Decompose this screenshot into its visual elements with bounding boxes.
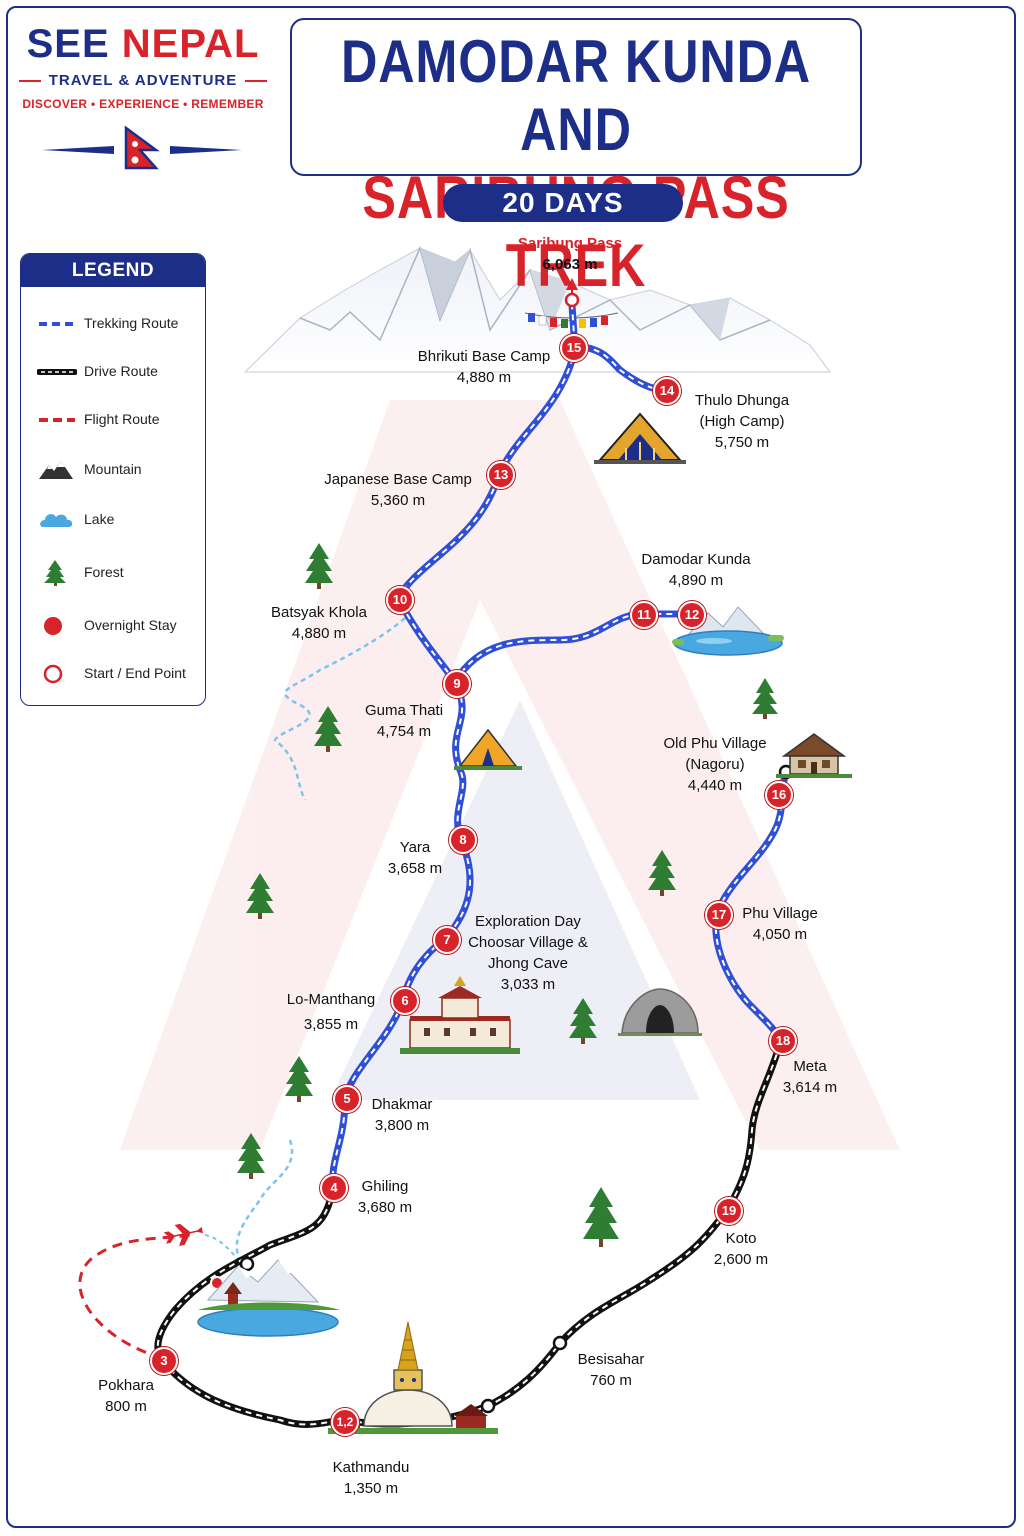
summit-elevation: 6,063 m (542, 256, 598, 273)
label-old-phu-village: Old Phu Village(Nagoru)4,440 m (663, 735, 767, 794)
marker-day-1-2: 1,2 (331, 1408, 359, 1436)
forest-icons (237, 543, 778, 1247)
lake-icon (40, 514, 73, 527)
tent-icon (454, 728, 522, 770)
marker-day-6: 6 (391, 987, 419, 1015)
legend-item-lake: Lake (21, 505, 205, 535)
brand-logo: SEE NEPAL TRAVEL & ADVENTURE DISCOVER • … (18, 22, 268, 111)
marker-day-16: 16 (765, 781, 793, 809)
marker-day-5: 5 (333, 1085, 361, 1113)
flight-trail (204, 1234, 241, 1263)
brand-subtitle-row: TRAVEL & ADVENTURE (18, 72, 268, 89)
brand-name-nepal: NEPAL (121, 22, 260, 66)
forest-icon (44, 560, 66, 586)
marker-day-10: 10 (386, 586, 414, 614)
legend-label: Overnight Stay (84, 617, 177, 633)
legend-item-drive-route: Drive Route (21, 357, 205, 387)
river (235, 617, 406, 1261)
legend-label: Start / End Point (84, 665, 186, 681)
flight-route-line-icon (39, 418, 75, 422)
legend-item-flight-route: Flight Route (21, 405, 205, 435)
summit-label: Saribung Pass 6,063 m (505, 233, 635, 275)
marker-day-15: 15 (560, 334, 588, 362)
monastery-icon (400, 976, 520, 1054)
legend-item-overnight-stay: Overnight Stay (21, 611, 205, 641)
legend-item-start-end-point: Start / End Point (21, 659, 205, 689)
high-camp-shelter-icon (594, 412, 686, 464)
legend-label: Forest (84, 564, 124, 580)
legend-label: Lake (84, 511, 115, 527)
start-end-point-icon (43, 664, 63, 684)
legend-label: Flight Route (84, 411, 160, 427)
marker-day-7: 7 (433, 926, 461, 954)
marker-day-9: 9 (443, 670, 471, 698)
brand-name-see: SEE (26, 22, 110, 66)
legend-label: Trekking Route (84, 315, 179, 331)
legend-label: Drive Route (84, 363, 158, 379)
overnight-stay-icon (44, 617, 62, 635)
marker-day-8: 8 (449, 826, 477, 854)
duration-badge: 20 DAYS (443, 184, 683, 222)
brand-tagline: DISCOVER • EXPERIENCE • REMEMBER (22, 97, 264, 111)
nepal-flag-icon (42, 125, 242, 170)
jhong-cave-icon (618, 988, 702, 1036)
damodar-kunda-lake-icon (672, 606, 784, 656)
legend-label: Mountain (84, 461, 142, 477)
mountain-icon (39, 461, 73, 479)
page-border (6, 6, 1016, 1528)
legend-item-trekking-route: Trekking Route (21, 309, 205, 339)
legend-panel: LEGEND Trekking Route Drive Route Flight… (20, 253, 206, 706)
airplane-icon (163, 1223, 204, 1247)
village-house-icon (776, 733, 852, 778)
marker-day-3: 3 (150, 1347, 178, 1375)
marker-day-14: 14 (653, 377, 681, 405)
drive-route-line-icon (37, 369, 77, 375)
label-thulo-dhunga: Thulo Dhunga(High Camp)5,750 m (694, 392, 790, 451)
flight-route (78, 1233, 191, 1360)
map-title-box: DAMODAR KUNDA AND SARIBUNG PASS TREK (290, 18, 862, 299)
trek-route-line-icon (39, 322, 75, 326)
background-peak-watermark (120, 400, 900, 1150)
marker-day-19: 19 (715, 1197, 743, 1225)
marker-day-17: 17 (705, 901, 733, 929)
marker-day-11: 11 (630, 601, 658, 629)
title-line-1: DAMODAR KUNDA AND (340, 28, 812, 163)
legend-item-mountain: Mountain (21, 455, 205, 485)
legend-heading: LEGEND (21, 254, 205, 287)
marker-day-4: 4 (320, 1174, 348, 1202)
brand-subtitle: TRAVEL & ADVENTURE (48, 72, 238, 89)
legend-item-forest: Forest (21, 558, 205, 588)
marker-day-18: 18 (769, 1027, 797, 1055)
marker-day-12: 12 (678, 601, 706, 629)
marker-day-13: 13 (487, 461, 515, 489)
summit-name: Saribung Pass (517, 235, 623, 252)
pokhara-lake-illustration (197, 1259, 340, 1337)
summit-arrow-icon (564, 278, 580, 308)
mountain-range-illustration (243, 245, 831, 373)
brand-name: SEE NEPAL (18, 22, 268, 66)
trekking-route (329, 304, 790, 1189)
